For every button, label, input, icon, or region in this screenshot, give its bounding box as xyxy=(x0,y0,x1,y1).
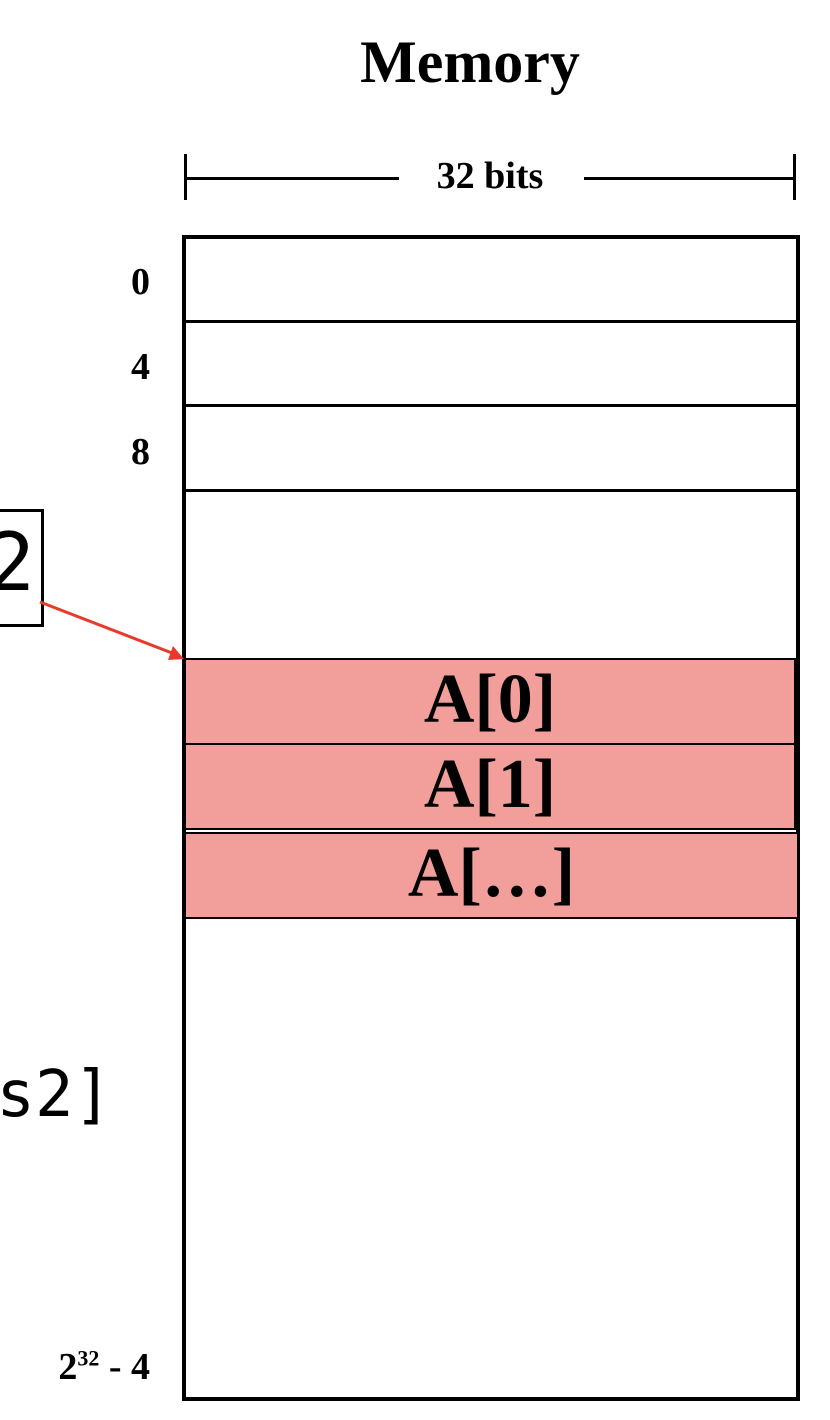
base-address-text: 2 xyxy=(0,516,35,609)
memory-title: Memory xyxy=(360,29,580,95)
array-cell-rest: A[…] xyxy=(184,832,799,919)
width-line-right xyxy=(584,177,796,180)
address-label: 0 xyxy=(131,261,150,303)
address-label-last: 232 - 4 xyxy=(0,1345,150,1389)
row-divider xyxy=(184,404,796,407)
address-label: 4 xyxy=(131,346,150,388)
arrow-line xyxy=(39,600,173,655)
array-cell-1: A[1] xyxy=(184,743,796,830)
row-divider xyxy=(184,489,796,492)
row-divider xyxy=(184,320,796,323)
width-indicator: 32 bits xyxy=(184,150,796,206)
base-address-box: 2 xyxy=(0,509,44,627)
array-cell-0: A[0] xyxy=(184,658,796,745)
width-tick-right xyxy=(793,154,796,200)
address-suffix: - 4 xyxy=(99,1346,150,1388)
width-line-left xyxy=(184,177,399,180)
address-base: 2 xyxy=(58,1346,78,1388)
address-exponent: 32 xyxy=(77,1345,100,1371)
arrow-head-icon xyxy=(168,646,184,660)
code-fragment: s2] xyxy=(0,1058,112,1132)
width-label: 32 bits xyxy=(436,155,544,197)
address-label: 8 xyxy=(131,431,150,473)
